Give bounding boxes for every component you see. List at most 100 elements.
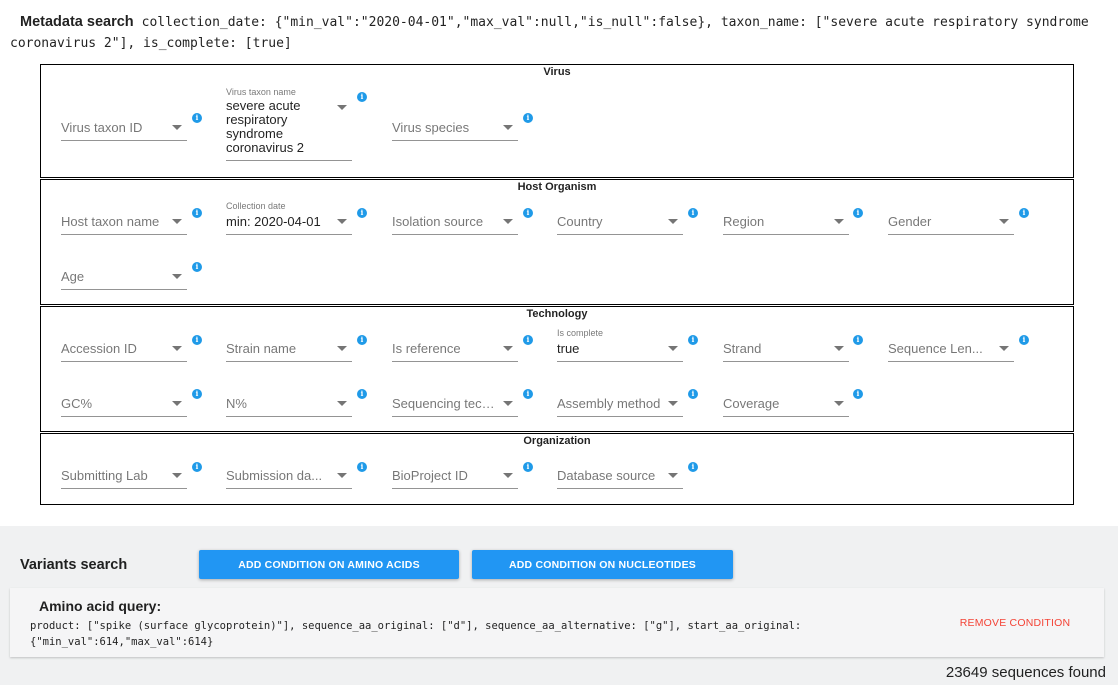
submitting-lab-select[interactable]: Submitting Lab: [61, 459, 187, 489]
info-icon[interactable]: i: [357, 389, 367, 399]
virus-species-select[interactable]: Virus species: [392, 111, 518, 141]
gc-percent-label: GC%: [61, 396, 93, 411]
chevron-down-icon: [172, 346, 182, 351]
bioproject-id-select[interactable]: BioProject ID: [392, 459, 518, 489]
metadata-search-title: Metadata search: [20, 14, 134, 30]
info-icon[interactable]: i: [523, 113, 533, 123]
gc-percent-select[interactable]: GC%: [61, 387, 187, 417]
sequences-found-count: 23649 sequences found: [945, 664, 1106, 681]
chevron-down-icon: [503, 346, 513, 351]
chevron-down-icon: [999, 219, 1009, 224]
collection-date-select[interactable]: Collection date min: 2020-04-01: [226, 201, 352, 235]
sequence-length-label: Sequence Len...: [888, 341, 983, 356]
organization-group-title: Organization: [523, 435, 591, 447]
info-icon[interactable]: i: [192, 113, 202, 123]
amino-acid-query-text: product: ["spike (surface glycoprotein)"…: [30, 620, 802, 648]
info-icon[interactable]: i: [1019, 208, 1029, 218]
sequencing-technology-select[interactable]: Sequencing techn...: [392, 387, 518, 417]
chevron-down-icon: [503, 219, 513, 224]
chevron-down-icon: [503, 401, 513, 406]
variants-search-title: Variants search: [20, 557, 128, 573]
chevron-down-icon: [834, 401, 844, 406]
variants-search-panel: Variants search ADD CONDITION ON AMINO A…: [0, 526, 1118, 685]
info-icon[interactable]: i: [688, 208, 698, 218]
remove-condition-button[interactable]: REMOVE CONDITION: [950, 612, 1080, 634]
chevron-down-icon: [999, 346, 1009, 351]
add-nucleotide-condition-button[interactable]: ADD CONDITION ON NUCLEOTIDES: [472, 550, 733, 579]
info-icon[interactable]: i: [853, 389, 863, 399]
chevron-down-icon: [834, 346, 844, 351]
assembly-method-select[interactable]: Assembly method: [557, 387, 683, 417]
database-source-select[interactable]: Database source: [557, 459, 683, 489]
amino-acid-query-title: Amino acid query:: [39, 598, 162, 614]
info-icon[interactable]: i: [523, 462, 533, 472]
info-icon[interactable]: i: [853, 208, 863, 218]
chevron-down-icon: [337, 219, 347, 224]
add-amino-acid-condition-button[interactable]: ADD CONDITION ON AMINO ACIDS: [199, 550, 459, 579]
submitting-lab-label: Submitting Lab: [61, 468, 148, 483]
host-taxon-name-label: Host taxon name: [61, 214, 160, 229]
is-complete-label: Is complete: [557, 328, 604, 338]
info-icon[interactable]: i: [357, 208, 367, 218]
strain-name-select[interactable]: Strain name: [226, 332, 352, 362]
is-complete-select[interactable]: Is complete true: [557, 328, 683, 362]
age-select[interactable]: Age: [61, 260, 187, 290]
organization-group: Organization Submitting Lab i Submission…: [40, 433, 1074, 505]
strand-select[interactable]: Strand: [723, 332, 849, 362]
info-icon[interactable]: i: [192, 462, 202, 472]
info-icon[interactable]: i: [192, 335, 202, 345]
database-source-label: Database source: [557, 468, 656, 483]
info-icon[interactable]: i: [523, 389, 533, 399]
info-icon[interactable]: i: [523, 208, 533, 218]
technology-group-title: Technology: [526, 308, 588, 320]
info-icon[interactable]: i: [1019, 335, 1029, 345]
chevron-down-icon: [172, 125, 182, 130]
info-icon[interactable]: i: [192, 208, 202, 218]
n-percent-select[interactable]: N%: [226, 387, 352, 417]
sequence-length-select[interactable]: Sequence Len...: [888, 332, 1014, 362]
virus-taxon-id-select[interactable]: Virus taxon ID: [61, 111, 187, 141]
virus-group-title: Virus: [543, 66, 571, 78]
chevron-down-icon: [834, 219, 844, 224]
info-icon[interactable]: i: [853, 335, 863, 345]
info-icon[interactable]: i: [688, 462, 698, 472]
info-icon[interactable]: i: [192, 262, 202, 272]
assembly-method-label: Assembly method: [557, 396, 661, 411]
isolation-source-label: Isolation source: [392, 214, 484, 229]
host-taxon-name-select[interactable]: Host taxon name: [61, 205, 187, 235]
chevron-down-icon: [503, 473, 513, 478]
n-percent-label: N%: [226, 396, 247, 411]
chevron-down-icon: [172, 473, 182, 478]
submission-date-select[interactable]: Submission da...: [226, 459, 352, 489]
is-reference-label: Is reference: [392, 341, 461, 356]
country-select[interactable]: Country: [557, 205, 683, 235]
accession-id-select[interactable]: Accession ID: [61, 332, 187, 362]
info-icon[interactable]: i: [192, 389, 202, 399]
info-icon[interactable]: i: [688, 335, 698, 345]
region-select[interactable]: Region: [723, 205, 849, 235]
chevron-down-icon: [337, 105, 347, 110]
info-icon[interactable]: i: [357, 92, 367, 102]
info-icon[interactable]: i: [523, 335, 533, 345]
chevron-down-icon: [503, 125, 513, 130]
host-organism-group: Host Organism Host taxon name i Collecti…: [40, 179, 1074, 305]
virus-taxon-id-label: Virus taxon ID: [61, 120, 143, 135]
submission-date-label: Submission da...: [226, 468, 323, 483]
gender-select[interactable]: Gender: [888, 205, 1014, 235]
info-icon[interactable]: i: [357, 335, 367, 345]
chevron-down-icon: [172, 219, 182, 224]
is-reference-select[interactable]: Is reference: [392, 332, 518, 362]
age-label: Age: [61, 269, 85, 284]
strain-name-label: Strain name: [226, 341, 297, 356]
coverage-select[interactable]: Coverage: [723, 387, 849, 417]
metadata-query-text: collection_date: {"min_val":"2020-04-01"…: [10, 15, 1089, 51]
strand-label: Strand: [723, 341, 762, 356]
info-icon[interactable]: i: [688, 389, 698, 399]
virus-taxon-name-select[interactable]: Virus taxon name severe acute respirator…: [226, 87, 352, 161]
isolation-source-select[interactable]: Isolation source: [392, 205, 518, 235]
chevron-down-icon: [172, 401, 182, 406]
virus-taxon-name-label: Virus taxon name: [226, 87, 296, 97]
bioproject-id-label: BioProject ID: [392, 468, 468, 483]
info-icon[interactable]: i: [357, 462, 367, 472]
